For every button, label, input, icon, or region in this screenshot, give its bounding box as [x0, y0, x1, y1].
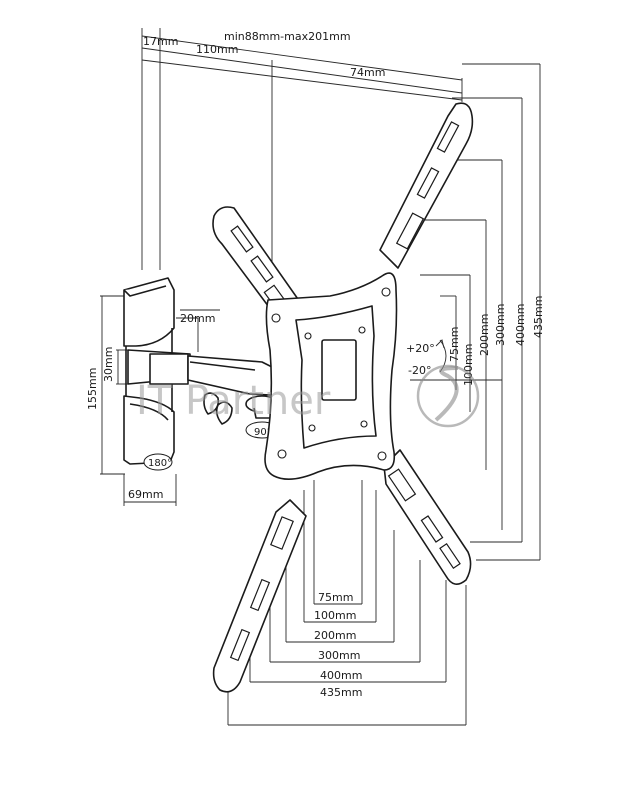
watermark: IT Partner: [136, 364, 480, 428]
tilt-down-label: -20°: [408, 364, 431, 377]
dim-wall-plate-width: 69mm: [128, 488, 163, 501]
mounting-arm-lower-left: [212, 499, 307, 693]
dim-vesa-h-75: 75mm: [318, 591, 353, 604]
tilt-indicator: +20° -20°: [406, 339, 502, 381]
tilt-up-label: +20°: [406, 342, 435, 355]
central-mount-plate: [264, 272, 398, 480]
dim-vesa-h-400: 400mm: [320, 669, 362, 682]
dim-wall-plate-height: 155mm: [86, 368, 99, 410]
rotation-label: 90°: [254, 427, 272, 438]
wall-plate: [123, 277, 175, 465]
dim-wall-offset: 17mm: [143, 35, 178, 48]
top-dimension-lines: [141, 28, 463, 340]
watermark-logo-icon: [416, 364, 480, 428]
dim-vesa-h-435: 435mm: [320, 686, 362, 699]
dim-vesa-v-75: 75mm: [448, 327, 461, 362]
swivel-label: 180°: [148, 458, 172, 469]
dim-arm-length: 110mm: [196, 43, 238, 56]
mounting-arm-lower-right: [383, 449, 472, 585]
dim-vesa-v-400: 400mm: [514, 304, 527, 346]
dim-vesa-v-300: 300mm: [494, 304, 507, 346]
dim-arm-thickness: 30mm: [102, 347, 115, 382]
dim-vesa-v-200: 200mm: [478, 314, 491, 356]
dim-arm-gap: 20mm: [180, 312, 215, 325]
swivel-indicator: 180°: [143, 453, 173, 471]
dim-vesa-h-100: 100mm: [314, 609, 356, 622]
dim-plate-offset: 74mm: [350, 66, 385, 79]
dim-depth-range: min88mm-max201mm: [224, 30, 351, 43]
articulating-arm: [127, 349, 291, 425]
left-dimension-lines: [100, 295, 220, 506]
mounting-arm-upper-right: [379, 102, 474, 269]
watermark-text: IT Partner: [136, 378, 331, 424]
dim-vesa-v-100: 100mm: [462, 344, 475, 386]
dim-vesa-v-435: 435mm: [532, 296, 545, 338]
dim-vesa-h-200: 200mm: [314, 629, 356, 642]
dim-vesa-h-300: 300mm: [318, 649, 360, 662]
